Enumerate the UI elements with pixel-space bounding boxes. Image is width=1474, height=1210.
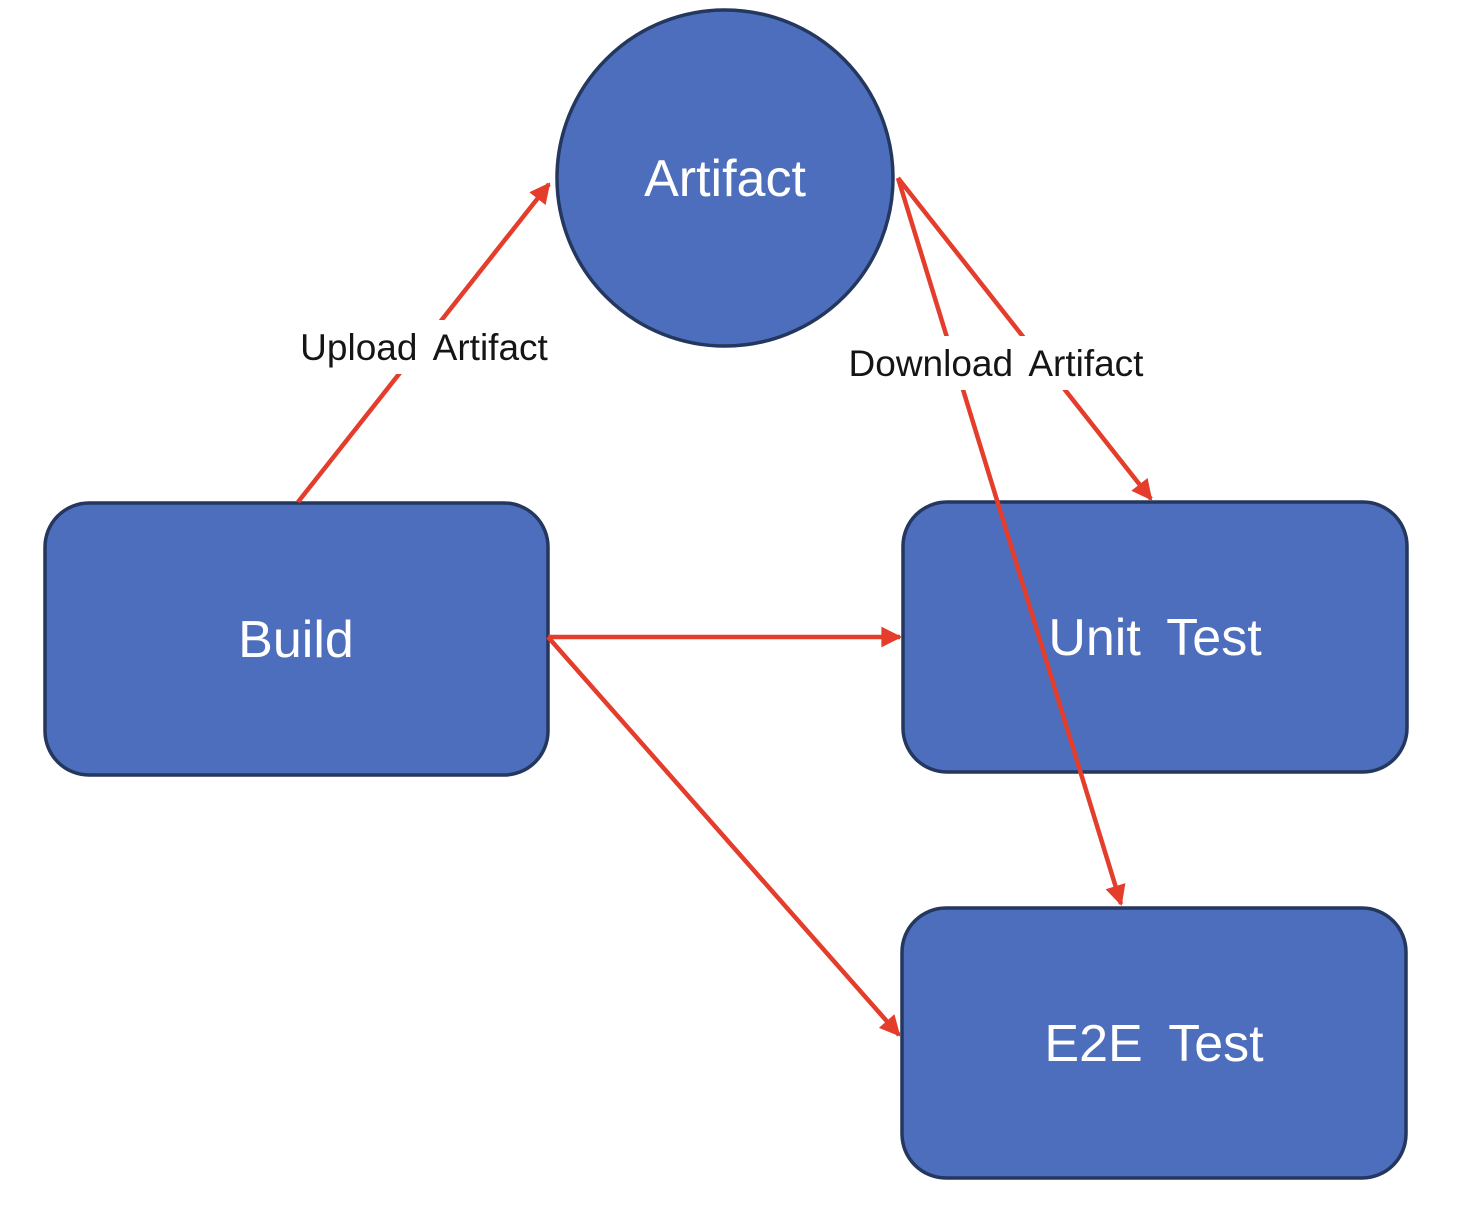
edge-label-download: Download Artifact [840,336,1152,390]
edge-artifact-to-e2e-test [895,177,1126,906]
node-unit-test: Unit Test [901,500,1409,774]
download-artifact-label: Download Artifact [849,343,1145,384]
artifact-label: Artifact [644,150,806,208]
node-build: Build [43,501,550,777]
e2e-test-label: E2E Test [1044,1015,1264,1073]
download-label-background [840,336,1152,390]
build-label: Build [238,611,354,669]
e2e-test-rect [900,906,1408,1180]
upload-label-background [294,320,554,374]
node-e2e-test: E2E Test [900,906,1408,1180]
edge-build-to-e2e-test [546,635,901,1037]
upload-artifact-label: Upload Artifact [300,327,548,368]
node-artifact: Artifact [555,8,895,348]
edge-label-upload: Upload Artifact [294,320,554,374]
unit-test-rect [901,500,1409,774]
unit-test-label: Unit Test [1048,609,1262,667]
artifact-circle [555,8,895,348]
